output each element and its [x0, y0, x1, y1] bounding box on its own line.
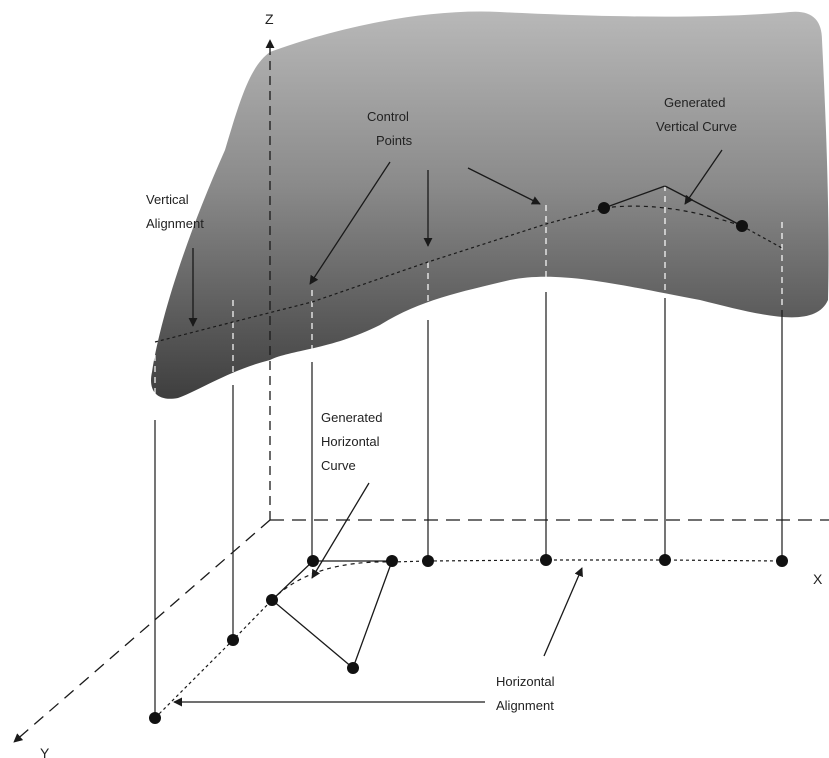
- vertical-curve-point: [598, 202, 610, 214]
- generated-horizontal-curve: [271, 561, 393, 601]
- horizontal-alignment-line: [154, 599, 273, 719]
- generated-vertical-curve-arrow: [684, 149, 723, 205]
- label-vertical-alignment: Vertical Alignment: [146, 192, 204, 231]
- label-control-points: Control Points: [367, 109, 413, 148]
- vertical-alignment-line-end: [741, 225, 783, 249]
- y-axis: [13, 519, 271, 743]
- horizontal-curve-tangents: [271, 560, 393, 670]
- label-generated-horizontal-curve: Generated Horizontal Curve: [321, 410, 386, 473]
- terrain-surface: [151, 11, 829, 399]
- vertical-curve-tangents: [603, 185, 743, 227]
- z-axis-label: Z: [265, 11, 274, 27]
- horizontal-alignment-arrow-up: [543, 567, 583, 657]
- generated-vertical-curve: [603, 205, 743, 227]
- generated-horizontal-curve-arrow: [311, 482, 370, 579]
- horizontal-control-points: [149, 554, 788, 724]
- control-points-arrow-3: [467, 167, 541, 205]
- control-points-arrow-1: [309, 161, 391, 285]
- vertical-alignment-line: [154, 207, 605, 343]
- horizontal-alignment-line-end: [391, 559, 783, 563]
- projection-lines: [154, 185, 783, 718]
- label-generated-vertical-curve: Generated Vertical Curve: [656, 95, 737, 134]
- label-horizontal-alignment: Horizontal Alignment: [496, 674, 558, 713]
- annotation-arrows: [173, 149, 723, 707]
- vertical-curve-point: [736, 220, 748, 232]
- x-axis-label: X: [813, 571, 823, 587]
- y-axis-label: Y: [40, 745, 50, 758]
